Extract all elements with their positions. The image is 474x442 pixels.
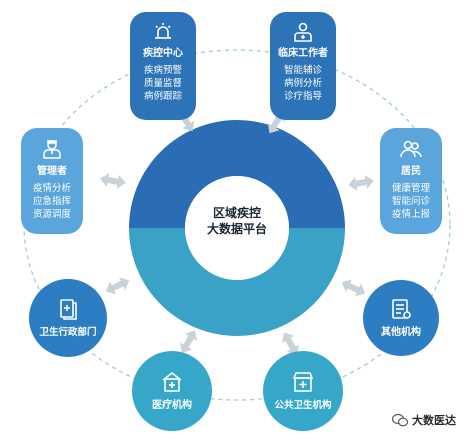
node-health-admin[interactable]: 卫生行政部门 xyxy=(29,279,107,357)
node-cdc-title: 疾控中心 xyxy=(143,48,183,59)
node-cdc[interactable]: 疾控中心 疾病预警 质量监督 病例跟踪 xyxy=(130,12,196,120)
node-manager-item: 应急指挥 xyxy=(32,196,71,207)
node-other-org-title: 其他机构 xyxy=(381,327,421,338)
node-health-admin-title: 卫生行政部门 xyxy=(39,327,97,338)
node-manager[interactable]: 管理者 疫情分析 应急指挥 资源调度 xyxy=(21,128,83,234)
node-clinician-item: 病例分析 xyxy=(283,78,322,89)
node-clinician-item: 智能辅诊 xyxy=(283,65,322,76)
ring-bottom-half xyxy=(129,228,345,336)
ring-inner-white xyxy=(185,176,289,280)
clinic-icon xyxy=(292,372,314,392)
arrow-left-bottom xyxy=(105,277,130,295)
node-cdc-item: 病例跟踪 xyxy=(143,91,182,102)
node-medical-org[interactable]: 医疗机构 xyxy=(132,351,212,431)
center-label: 区域疾控 大数据平台 xyxy=(192,205,282,237)
node-residents-item: 疫情上报 xyxy=(391,209,430,220)
central-ring xyxy=(129,120,345,336)
watermark: 大数医达 xyxy=(392,412,456,428)
node-clinician[interactable]: 临床工作者 智能辅诊 病例分析 诊疗指导 xyxy=(270,12,336,120)
doctor-icon xyxy=(294,22,312,42)
node-other-org[interactable]: 其他机构 xyxy=(363,280,439,356)
arrow-left-top xyxy=(100,173,126,189)
node-residents-item: 健康管理 xyxy=(391,183,430,194)
node-cdc-item: 疾病预警 xyxy=(143,65,182,76)
alarm-icon xyxy=(155,23,171,39)
node-cdc-item: 质量监督 xyxy=(143,78,182,89)
wechat-icon xyxy=(392,413,408,427)
arrow-right-bottom xyxy=(341,279,366,297)
document-icon xyxy=(60,299,77,320)
node-residents-item: 智能问诊 xyxy=(391,196,430,207)
node-public-health[interactable]: 公共卫生机构 xyxy=(263,351,343,431)
center-line2: 大数据平台 xyxy=(206,222,267,236)
hospital-icon xyxy=(162,371,182,392)
people-icon xyxy=(400,140,422,158)
node-residents-title: 居民 xyxy=(401,166,421,177)
node-residents[interactable]: 居民 健康管理 智能问诊 疫情上报 xyxy=(380,128,442,234)
manager-icon xyxy=(43,140,61,159)
connector-arrows xyxy=(100,109,374,355)
arrow-right-top xyxy=(348,175,374,191)
node-clinician-title: 临床工作者 xyxy=(278,48,328,59)
node-medical-org-title: 医疗机构 xyxy=(152,400,192,411)
center-line1: 区域疾控 xyxy=(212,206,261,220)
watermark-text: 大数医达 xyxy=(412,414,456,427)
node-manager-item: 疫情分析 xyxy=(32,183,71,194)
report-icon xyxy=(392,299,411,319)
arrow-bottom-left xyxy=(179,330,198,353)
node-manager-item: 资源调度 xyxy=(32,209,71,220)
arrow-bottom-right xyxy=(281,332,300,355)
node-public-health-title: 公共卫生机构 xyxy=(274,400,332,411)
node-clinician-item: 诊疗指导 xyxy=(283,91,322,102)
node-manager-title: 管理者 xyxy=(37,166,67,177)
ring-top-half xyxy=(129,120,345,228)
